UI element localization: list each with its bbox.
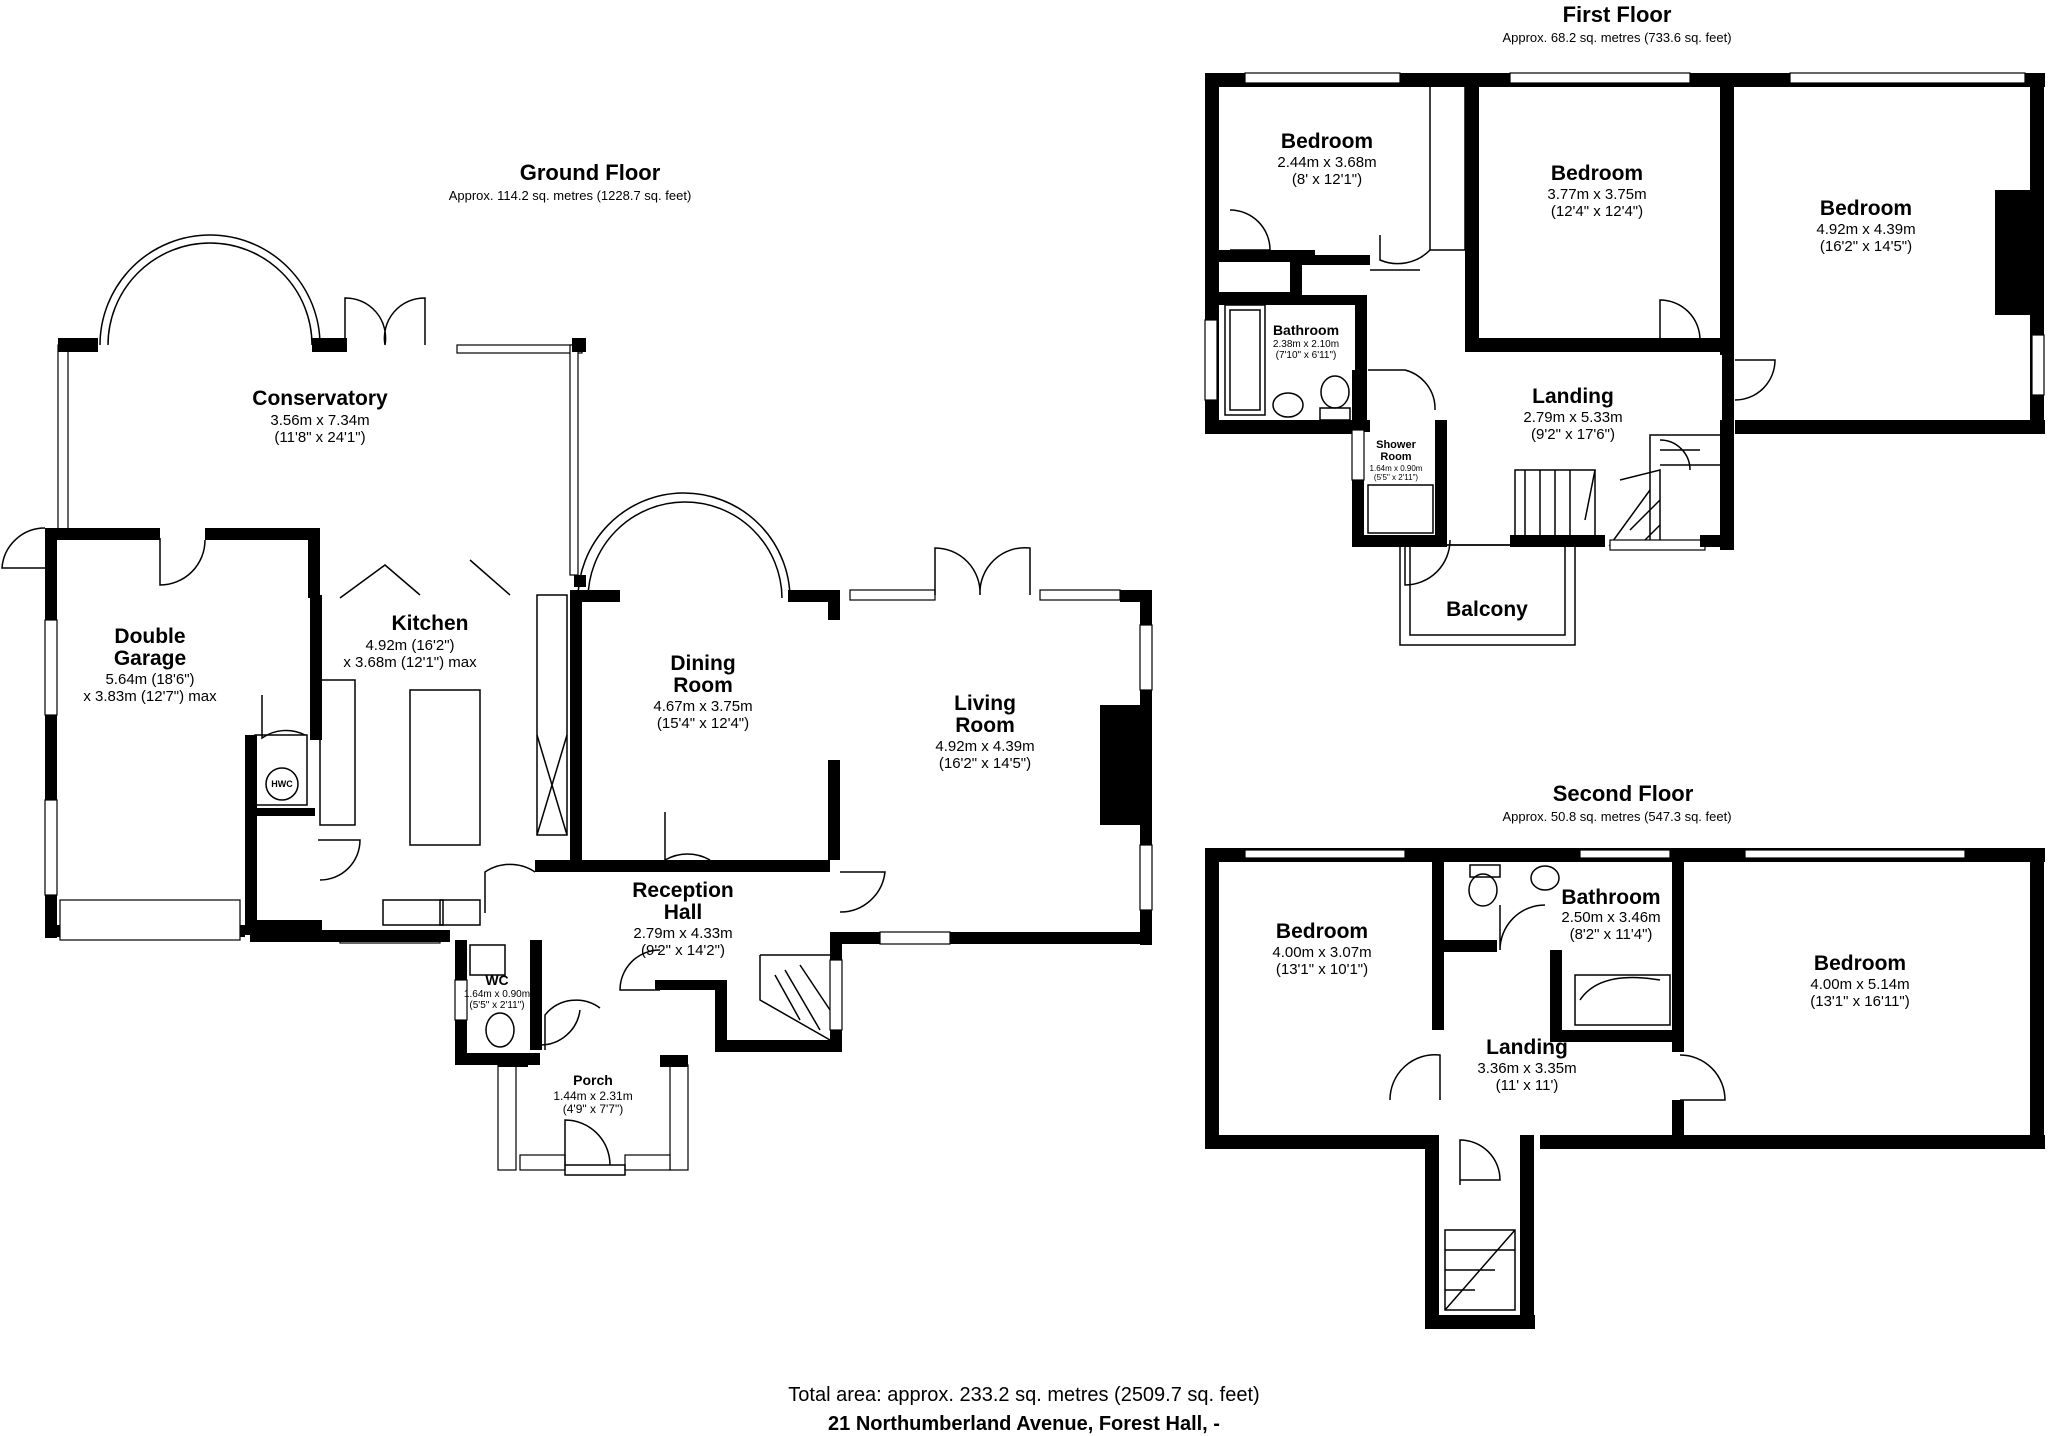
dining-label-line2: Room — [673, 674, 733, 697]
garage-side-door — [1, 527, 46, 569]
ff-bathroom-dim-imperial: (7'10" x 6'11") — [1276, 350, 1337, 361]
wc-dim-imperial: (5'5" x 2'11") — [469, 1000, 524, 1011]
sf-bathroom-dim-imperial: (8'2" x 11'4") — [1570, 926, 1653, 943]
hwc-label: HWC — [271, 779, 293, 789]
ff-shower-dim-metric: 1.64m x 0.90m — [1370, 464, 1423, 473]
garage-label-line1: Double — [114, 625, 185, 648]
porch-dim-imperial: (4'9" x 7'7") — [563, 1102, 623, 1116]
total-area-text: Total area: approx. 233.2 sq. metres (25… — [788, 1384, 1260, 1406]
conservatory-dim-metric: 3.56m x 7.34m — [270, 412, 369, 429]
dining-label-line1: Dining — [670, 652, 735, 675]
wc-dim-metric: 1.64m x 0.90m — [464, 989, 530, 1000]
first-floor-title: First Floor — [1563, 2, 1672, 27]
living-label-line1: Living — [954, 692, 1016, 715]
living-dim-metric: 4.92m x 4.39m — [935, 738, 1034, 755]
ff-bathroom-label: Bathroom — [1273, 322, 1339, 338]
ff-bedroom-a-dim-metric: 2.44m x 3.68m — [1277, 154, 1376, 171]
ground-floor-title: Ground Floor — [520, 160, 661, 185]
garage-dim-line1: 5.64m (18'6") — [105, 671, 194, 688]
second-floor-title: Second Floor — [1553, 781, 1694, 806]
ground-floor-plan — [1, 234, 1153, 1176]
conservatory-dim-imperial: (11'8" x 24'1") — [274, 429, 365, 446]
first-floor-plan — [1204, 72, 2045, 646]
reception-label-line2: Hall — [664, 901, 703, 924]
ground-floor-area: Approx. 114.2 sq. metres (1228.7 sq. fee… — [449, 188, 692, 203]
sf-bedroom-left-dim-metric: 4.00m x 3.07m — [1272, 944, 1371, 961]
kitchen-bifold-door — [339, 559, 511, 599]
ff-bedroom-b-dim-imperial: (12'4" x 12'4") — [1551, 203, 1643, 220]
conservatory-door-swing — [344, 297, 426, 346]
sf-bedroom-right-dim-metric: 4.00m x 5.14m — [1810, 976, 1909, 993]
conservatory-label: Conservatory — [252, 387, 388, 410]
ff-shower-dim-imperial: (5'5" x 2'11") — [1374, 473, 1418, 482]
sf-bedroom-left-dim-imperial: (13'1" x 10'1") — [1276, 961, 1368, 978]
sf-bathroom-dim-metric: 2.50m x 3.46m — [1561, 909, 1660, 926]
ff-bedroom-a-label: Bedroom — [1281, 130, 1373, 153]
reception-dim-imperial: (9'2" x 14'2") — [641, 942, 725, 959]
wc-label: WC — [485, 972, 508, 988]
ff-bedroom-a-dim-imperial: (8' x 12'1") — [1292, 171, 1362, 188]
ff-bathroom-dim-metric: 2.38m x 2.10m — [1273, 339, 1339, 350]
sf-bedroom-right-label: Bedroom — [1814, 952, 1906, 975]
kitchen-dim-line1: 4.92m (16'2") — [365, 637, 454, 654]
ff-balcony-label: Balcony — [1446, 598, 1528, 621]
sf-landing-dim-metric: 3.36m x 3.35m — [1477, 1060, 1576, 1077]
porch-label: Porch — [573, 1072, 613, 1088]
ff-landing-label: Landing — [1532, 385, 1614, 408]
ff-landing-dim-metric: 2.79m x 5.33m — [1523, 409, 1622, 426]
sf-landing-label: Landing — [1486, 1036, 1568, 1059]
living-dim-imperial: (16'2" x 14'5") — [939, 755, 1031, 772]
reception-dim-metric: 2.79m x 4.33m — [633, 925, 732, 942]
ff-shower-label-line1: Shower — [1376, 439, 1416, 451]
second-floor-area: Approx. 50.8 sq. metres (547.3 sq. feet) — [1502, 809, 1731, 824]
sf-bedroom-right-dim-imperial: (13'1" x 16'11") — [1810, 993, 1910, 1010]
second-floor-plan — [1205, 848, 2045, 1329]
sf-landing-dim-imperial: (11' x 11') — [1496, 1077, 1559, 1094]
ff-bedroom-b-dim-metric: 3.77m x 3.75m — [1547, 186, 1646, 203]
dining-dim-imperial: (15'4" x 12'4") — [657, 715, 749, 732]
ff-bedroom-b-label: Bedroom — [1551, 162, 1643, 185]
living-label-line2: Room — [955, 714, 1015, 737]
dining-dim-metric: 4.67m x 3.75m — [653, 698, 752, 715]
conservatory-bay-arc — [99, 234, 321, 346]
hall-stairs — [759, 954, 831, 1041]
dining-bay-arc — [577, 492, 791, 601]
ff-bedroom-c-dim-metric: 4.92m x 4.39m — [1816, 221, 1915, 238]
garage-dim-line2: x 3.83m (12'7") max — [83, 688, 217, 705]
garage-label-line2: Garage — [114, 647, 186, 670]
living-french-doors — [934, 546, 1031, 596]
ff-shower-label-line2: Room — [1380, 451, 1411, 463]
property-address: 21 Northumberland Avenue, Forest Hall, - — [828, 1413, 1220, 1435]
ff-landing-dim-imperial: (9'2" x 17'6") — [1531, 426, 1615, 443]
reception-label-line1: Reception — [632, 879, 734, 902]
kitchen-label: Kitchen — [391, 612, 468, 635]
ff-bedroom-c-label: Bedroom — [1820, 197, 1912, 220]
kitchen-dim-line2: x 3.68m (12'1") max — [343, 654, 477, 671]
sf-bathroom-label: Bathroom — [1561, 886, 1660, 909]
porch-dim-metric: 1.44m x 2.31m — [553, 1089, 632, 1103]
ff-bedroom-c-dim-imperial: (16'2" x 14'5") — [1820, 238, 1912, 255]
first-floor-area: Approx. 68.2 sq. metres (733.6 sq. feet) — [1502, 30, 1731, 45]
sf-bedroom-left-label: Bedroom — [1276, 920, 1368, 943]
